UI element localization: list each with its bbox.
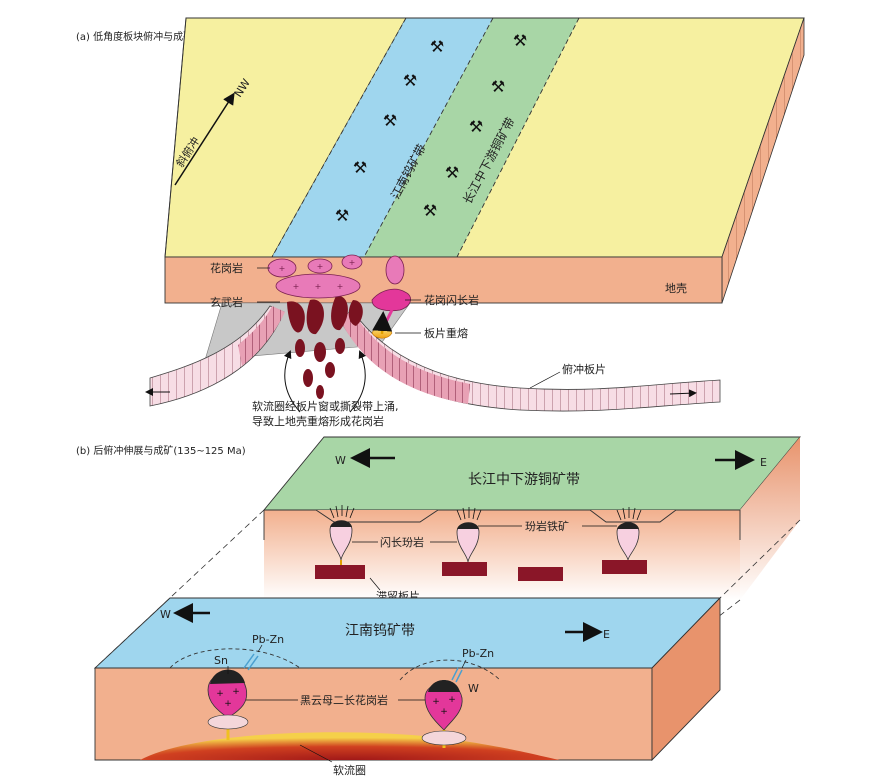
lower-belt-label: 江南钨矿带: [345, 623, 415, 639]
caption-line-2: 导致上地壳重熔形成花岗岩: [252, 414, 384, 428]
svg-text:⚒: ⚒: [469, 117, 483, 136]
melt-arrow-up: [372, 311, 393, 335]
label-granite: 花岗岩: [210, 261, 243, 275]
mine-symbols: ⚒ ⚒ ⚒ ⚒ ⚒ ⚒ ⚒ ⚒ ⚒ ⚒: [335, 31, 527, 225]
upper-west-label: W: [335, 454, 346, 467]
svg-text:+: +: [315, 282, 322, 291]
svg-text:+: +: [293, 282, 300, 291]
svg-text:+: +: [448, 695, 456, 705]
label-pbzn-left: Pb-Zn: [252, 633, 284, 646]
svg-text:+: +: [216, 689, 224, 699]
lower-east-label: E: [603, 628, 610, 641]
label-slab-melt: 板片重熔: [424, 326, 468, 340]
right-slab-dark: [340, 310, 470, 404]
leaders-b-lower: [227, 644, 467, 763]
upwelling-arrow-right: [349, 350, 367, 413]
label-biotite-granite: 黑云母二长花岗岩: [300, 693, 388, 707]
stagnant-slab-blocks: [315, 560, 647, 581]
svg-text:⚒: ⚒: [353, 158, 367, 177]
lower-block-side: [651, 596, 721, 762]
slab-arrow-right: [669, 389, 697, 398]
label-sn: Sn: [214, 654, 228, 667]
upper-block-side: [740, 437, 800, 600]
top-green-belt: [364, 18, 579, 257]
belt-boundary-1: [271, 17, 407, 258]
label-asthenosphere: 软流圈: [333, 763, 366, 777]
label-granodiorite: 花岗闪长岩: [424, 293, 479, 307]
svg-text:+: +: [317, 262, 324, 271]
dome-left: [169, 648, 301, 669]
upper-belt-label: 长江中下游铜矿带: [468, 472, 580, 488]
crust-front-face: [164, 256, 723, 304]
dome-right: [399, 659, 501, 681]
label-crust: 地壳: [665, 281, 687, 295]
svg-text:⚒: ⚒: [491, 77, 505, 96]
svg-text:+: +: [432, 697, 440, 707]
granite-blobs: [267, 254, 405, 299]
svg-text:⚒: ⚒: [445, 163, 459, 182]
connector-right-top: [719, 519, 801, 599]
panel-b-title: (b) 后俯冲伸展与成矿(135~125 Ma): [76, 444, 246, 457]
belt-boundary-2: [363, 17, 494, 258]
granite-plus-marks: + + + + + +: [279, 258, 356, 291]
top-blue-belt: [272, 18, 493, 257]
svg-text:⚒: ⚒: [513, 31, 527, 50]
svg-text:+: +: [440, 707, 448, 717]
svg-text:+: +: [232, 687, 240, 697]
svg-text:+: +: [337, 282, 344, 291]
svg-text:+: +: [279, 264, 286, 273]
svg-text:⚒: ⚒: [335, 206, 349, 225]
left-slab-dark: [238, 306, 285, 366]
label-subducting-slab: 俯冲板片: [562, 362, 606, 376]
porphyry-2: [456, 507, 482, 568]
upper-basin-lines: [264, 509, 740, 523]
porphyry-bodies: [329, 505, 642, 568]
top-yellow-right: [457, 18, 804, 257]
upwelling-arrow-left: [283, 350, 301, 413]
ore-fluid-marks: [243, 653, 463, 683]
svg-text:⚒: ⚒: [423, 201, 437, 220]
label-w: W: [468, 682, 479, 695]
svg-text:+: +: [349, 258, 356, 267]
svg-text:⚒: ⚒: [403, 71, 417, 90]
asthenosphere: [140, 732, 560, 760]
basalt-blobs: [287, 295, 363, 399]
belt-boundary-3: [456, 17, 580, 258]
svg-text:+: +: [224, 699, 232, 709]
label-basalt: 玄武岩: [210, 295, 243, 309]
granite-pluton-left: +++: [207, 669, 249, 740]
leaders-b-upper: [352, 525, 617, 591]
nw-arrow: [174, 92, 235, 186]
svg-text:⚒: ⚒: [383, 111, 397, 130]
leaders-a: [257, 267, 561, 389]
svg-text:⚒: ⚒: [430, 37, 444, 56]
porphyry-3: [616, 507, 642, 561]
granodiorite-body: [371, 288, 411, 312]
porphyry-1: [329, 505, 355, 568]
label-diorite-porphyry: 闪长玢岩: [380, 535, 424, 549]
granite-pluton-right: +++: [421, 680, 467, 748]
label-pbzn-right: Pb-Zn: [462, 647, 494, 660]
caption-line-1: 软流圈经板片窗或撕裂带上涌,: [252, 399, 399, 413]
lower-west-label: W: [160, 608, 171, 621]
label-porphyry-iron: 玢岩铁矿: [525, 519, 569, 533]
upper-east-label: E: [760, 456, 767, 469]
